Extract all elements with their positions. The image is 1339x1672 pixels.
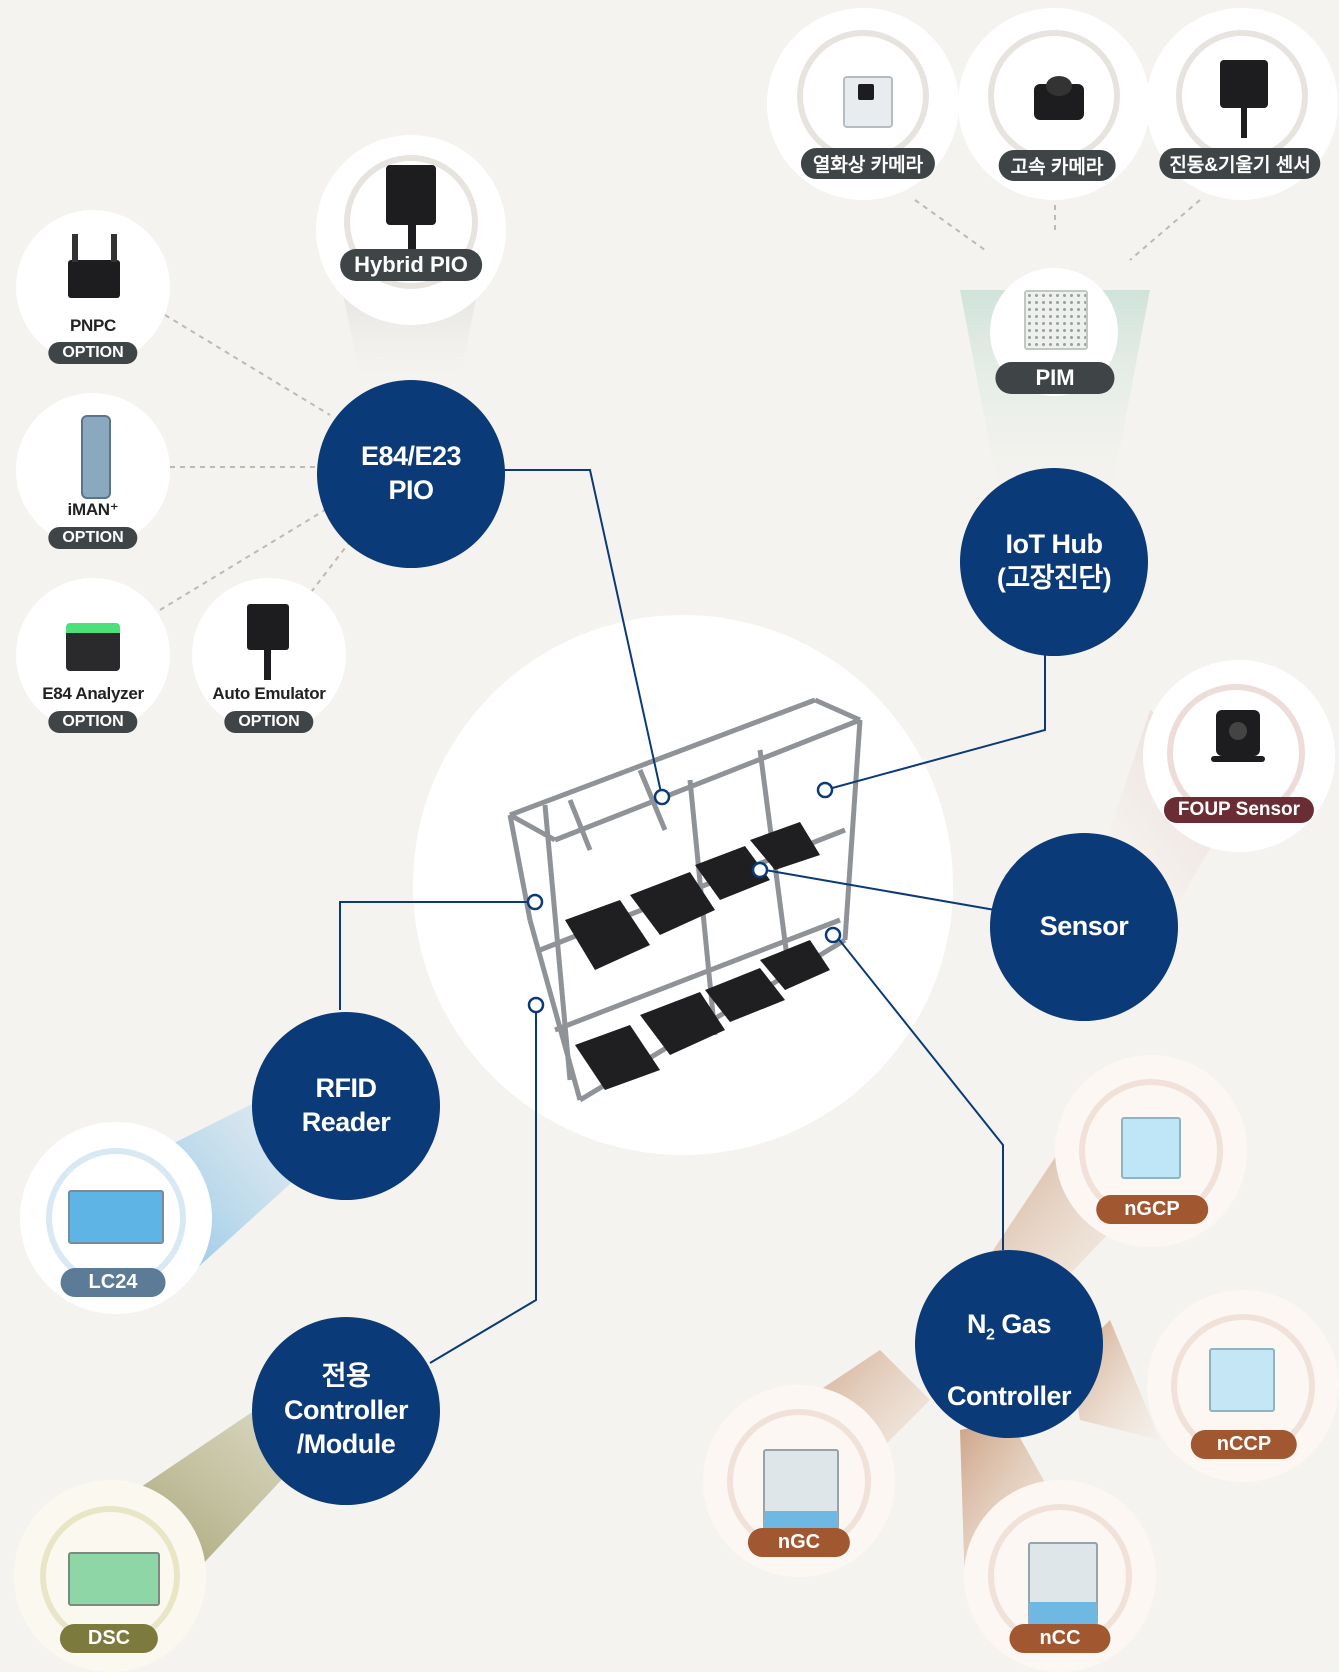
pim-icon xyxy=(1024,290,1088,350)
pnpc-icon xyxy=(68,260,120,298)
ngc-icon xyxy=(763,1449,839,1537)
auto-emulator-option-badge: OPTION xyxy=(224,711,314,733)
lc24-label: LC24 xyxy=(60,1268,166,1297)
pnpc-label: PNPC xyxy=(69,316,117,335)
lc24-icon xyxy=(68,1190,164,1244)
n2-gas-word: Gas xyxy=(994,1309,1051,1340)
dsc-card[interactable] xyxy=(14,1480,206,1672)
iot-hub[interactable]: IoT Hub (고장진단) xyxy=(960,468,1148,656)
ngcp-icon xyxy=(1121,1117,1181,1179)
e84-analyzer-label: E84 Analyzer xyxy=(42,684,144,703)
hybrid-pio-icon xyxy=(386,165,436,225)
iman-label: iMAN⁺ xyxy=(67,500,119,519)
ncc-label: nCC xyxy=(1009,1624,1111,1653)
thermal-camera-label: 열화상 카메라 xyxy=(800,148,936,179)
auto-emulator-label: Auto Emulator xyxy=(212,684,326,703)
n2-symbol: N xyxy=(967,1309,987,1340)
connector-dots xyxy=(526,781,842,1014)
foup-sensor-card[interactable] xyxy=(1143,660,1335,852)
rfid-hub[interactable]: RFID Reader xyxy=(252,1012,440,1200)
pnpc-option-badge: OPTION xyxy=(48,342,138,364)
foup-sensor-label: FOUP Sensor xyxy=(1163,797,1315,823)
n2-gas-hub[interactable]: N2 Gas Controller xyxy=(915,1250,1103,1438)
highspeed-camera-label: 고속 카메라 xyxy=(998,150,1116,181)
auto-emulator-icon xyxy=(247,604,289,650)
dsc-label: DSC xyxy=(59,1624,159,1653)
nccp-card[interactable] xyxy=(1147,1290,1339,1482)
ngc-label: nGC xyxy=(747,1528,851,1557)
iman-option-badge: OPTION xyxy=(48,527,138,549)
auto-emulator-card[interactable] xyxy=(192,578,346,732)
hybrid-pio-card[interactable] xyxy=(316,135,506,325)
hybrid-pio-label: Hybrid PIO xyxy=(340,249,482,281)
rack-trays xyxy=(565,822,830,1090)
n2-controller-word: Controller xyxy=(946,1380,1072,1411)
e84-analyzer-card[interactable] xyxy=(16,578,170,732)
sensor-hub[interactable]: Sensor xyxy=(990,833,1178,1021)
nccp-icon xyxy=(1209,1348,1275,1412)
nccp-label: nCCP xyxy=(1190,1430,1298,1459)
connector-lines xyxy=(339,469,1046,1364)
pio-hub[interactable]: E84/E23 PIO xyxy=(317,380,505,568)
dsc-icon xyxy=(68,1552,160,1606)
dotted-links xyxy=(159,199,1201,611)
vibration-sensor-icon xyxy=(1220,60,1268,108)
iman-icon xyxy=(81,415,111,499)
n2-subscript: 2 xyxy=(986,1326,995,1344)
pim-label: PIM xyxy=(995,362,1115,394)
e84-analyzer-option-badge: OPTION xyxy=(48,711,138,733)
pnpc-card[interactable] xyxy=(16,210,170,364)
iman-card[interactable] xyxy=(16,393,170,547)
ngcp-label: nGCP xyxy=(1096,1195,1208,1224)
controller-hub[interactable]: 전용 Controller /Module xyxy=(252,1317,440,1505)
ncc-icon xyxy=(1028,1542,1098,1626)
e84-analyzer-icon xyxy=(66,623,120,671)
vibration-sensor-label: 진동&기울기 센서 xyxy=(1159,148,1321,179)
